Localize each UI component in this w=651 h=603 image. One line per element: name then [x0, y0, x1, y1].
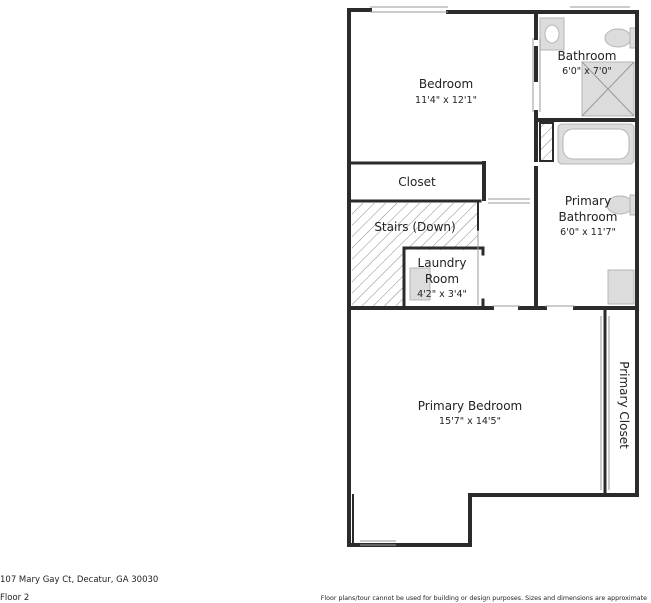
bedroom-dims: 11'4" x 12'1" [415, 95, 477, 106]
vanity-primary [607, 269, 635, 305]
disclaimer-text: Floor plans/tour cannot be used for buil… [320, 595, 647, 602]
toilet-bowl [604, 28, 632, 48]
washer-dryer [409, 267, 431, 301]
laundry-dims: 4'2" x 3'4" [417, 289, 467, 300]
address-text: 107 Mary Gay Ct, Decatur, GA 30030 [0, 575, 159, 585]
closet-label: Closet [398, 175, 436, 189]
primary-closet-label: Primary Closet [617, 361, 631, 449]
primary-bedroom-label: Primary Bedroom [418, 399, 522, 413]
laundry-label-1: Laundry [418, 256, 467, 270]
bedroom-label: Bedroom [419, 77, 473, 91]
primary-bathroom-label-1: Primary [565, 194, 611, 208]
duct-chase [539, 122, 554, 162]
primary-bedroom-dims: 15'7" x 14'5" [439, 416, 501, 427]
stairs-label: Stairs (Down) [374, 220, 455, 234]
fixtures [409, 17, 637, 305]
floor-label: Floor 2 [0, 593, 30, 603]
primary-bathroom-label-2: Bathroom [559, 210, 618, 224]
bathroom-dims: 6'0" x 7'0" [562, 66, 612, 77]
laundry-label-2: Room [425, 272, 459, 286]
primary-bathroom-dims: 6'0" x 11'7" [560, 227, 616, 238]
sink-bowl [544, 24, 560, 44]
walls [347, 8, 639, 547]
bathroom-label: Bathroom [558, 49, 617, 63]
outer-wall [347, 8, 639, 547]
tub-inner [562, 128, 630, 160]
openings [360, 6, 630, 546]
